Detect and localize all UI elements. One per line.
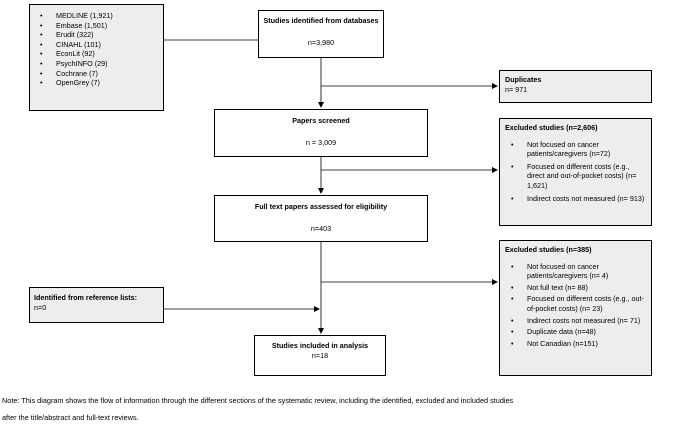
excluded-reason: Not focused on cancer patients/caregiver… [505,140,646,159]
identified-count: n=3,980 [307,37,335,47]
source-item: Erudit (322) [34,30,159,40]
source-item: Cochrane (7) [34,69,159,79]
source-item: EconLit (92) [34,49,159,59]
duplicates-title: Duplicates [505,75,542,84]
excluded-fulltext-title: Excluded studies (n=385) [505,245,592,254]
duplicates-box: Duplicates n= 971 [499,70,652,103]
reference-lists-title: Identified from reference lists: [34,293,138,302]
excluded-screening-title: Excluded studies (n=2,606) [505,123,598,132]
included-title: Studies included in analysis [271,341,369,350]
excluded-reason: Focused on different costs (e.g., out-of… [505,294,646,313]
source-item: OpenGrey (7) [34,78,159,88]
fulltext-title: Full text papers assessed for eligibilit… [254,202,388,211]
identified-title: Studies identified from databases [263,16,379,25]
excluded-reason: Not full text (n= 88) [505,283,646,293]
fulltext-box: Full text papers assessed for eligibilit… [214,195,428,242]
excluded-reason: Focused on different costs (e.g., direct… [505,162,646,191]
excluded-reason: Indirect costs not measured (n= 71) [505,316,646,326]
figure-note-line-1: Note: This diagram shows the flow of inf… [2,396,514,405]
identified-box: Studies identified from databases n=3,98… [258,10,384,58]
source-item: PsychINFO (29) [34,59,159,69]
database-sources-box: MEDLINE (1,921) Embase (1,501) Erudit (3… [29,4,164,111]
excluded-fulltext-box: Excluded studies (n=385) Not focused on … [499,240,652,376]
reference-lists-count: n=0 [34,302,47,312]
excluded-reason: Duplicate data (n=48) [505,327,646,337]
excluded-reason: Indirect costs not measured (n= 913) [505,194,646,204]
duplicates-count: n= 971 [505,84,528,94]
screened-count: n = 3,009 [305,137,337,147]
screened-box: Papers screened n = 3,009 [214,109,428,157]
source-item: MEDLINE (1,921) [34,11,159,21]
source-item: CINAHL (101) [34,40,159,50]
screened-title: Papers screened [292,116,350,125]
figure-note-line-2: after the title/abstract and full-text r… [2,413,139,422]
fulltext-count: n=403 [310,223,332,233]
reference-lists-box: Identified from reference lists: n=0 [29,287,164,323]
figure-note: Note: This diagram shows the flow of inf… [2,392,672,426]
included-count: n=18 [311,350,329,360]
included-box: Studies included in analysis n=18 [254,335,386,376]
excluded-screening-box: Excluded studies (n=2,606) Not focused o… [499,118,652,226]
excluded-screening-list: Not focused on cancer patients/caregiver… [505,140,646,204]
excluded-reason: Not Canadian (n=151) [505,339,646,349]
source-item: Embase (1,501) [34,21,159,31]
excluded-reason: Not focused on cancer patients/caregiver… [505,262,646,281]
database-sources-list: MEDLINE (1,921) Embase (1,501) Erudit (3… [34,11,159,88]
excluded-fulltext-list: Not focused on cancer patients/caregiver… [505,262,646,349]
